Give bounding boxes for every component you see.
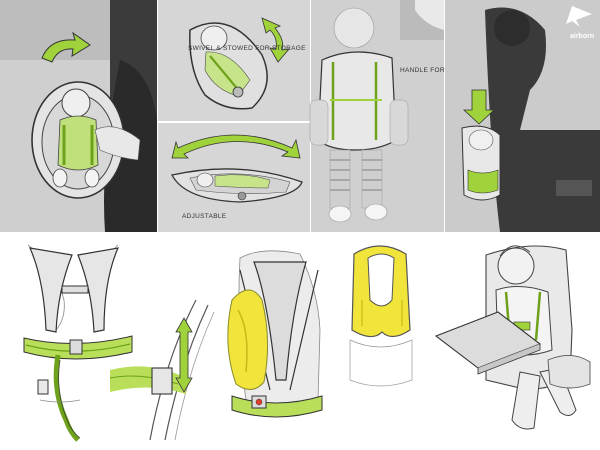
flat-seat-sketch: [171, 168, 303, 203]
harness-front-sketch: [23, 244, 133, 442]
airborn-logo: airborn: [566, 6, 594, 40]
photo-panel-4: airborn: [445, 0, 600, 232]
photo-panel-3: HANDLE FOR QUICK USE: [309, 0, 486, 232]
tilt-arrow-icon: [171, 134, 301, 159]
rotate-arrow-icon: [41, 31, 91, 63]
vertical-adjust-arrow-icon: [175, 317, 193, 393]
swivel-arrow-icon: [261, 17, 290, 63]
child-reading-in-seat-sketch: [434, 245, 591, 430]
infant-seat-sketch: [31, 81, 125, 199]
tray-note-label: ADJUSTABLE: [182, 213, 227, 220]
strap-detail-sketch: [109, 299, 215, 441]
inflated-bladder: [227, 289, 269, 390]
photo-strip: SWIVEL & STOWED FOR STORAGE ADJUSTABLE: [0, 0, 600, 232]
seat-pod-sketch: [461, 125, 501, 201]
bottom-sketches: [23, 244, 591, 442]
yellow-life-vest-sketch: [349, 245, 413, 387]
photo-panel-2: SWIVEL & STOWED FOR STORAGE ADJUSTABLE: [158, 0, 310, 232]
inflating-vest-sketch: [227, 250, 323, 418]
child-doll-in-vest: [309, 7, 409, 223]
photo-panel-1: [0, 0, 157, 232]
reclining-seat-sketch: [189, 22, 268, 110]
paper-plane-icon: [566, 6, 592, 27]
bracket-note-label: SWIVEL & STOWED FOR STORAGE: [188, 45, 306, 52]
handle-note-label: HANDLE FOR QUICK USE: [400, 67, 486, 74]
down-arrow-icon: [462, 89, 496, 125]
brand-name: airborn: [570, 33, 594, 40]
